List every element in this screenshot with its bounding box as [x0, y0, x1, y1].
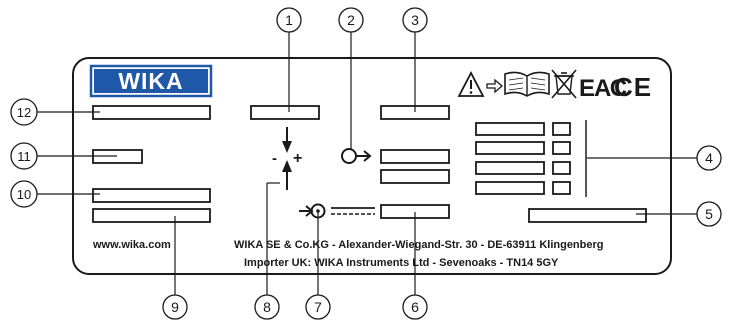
svg-text:3: 3 — [411, 12, 419, 28]
callout-6: 6 — [402, 294, 428, 320]
svg-text:10: 10 — [17, 187, 31, 202]
footer-address: WIKA SE & Co.KG - Alexander-Wiegand-Str.… — [234, 239, 604, 251]
callout-7: 7 — [305, 294, 331, 320]
field-2a — [380, 149, 450, 164]
footer-website: www.wika.com — [92, 239, 171, 251]
callout-2: 2 — [338, 7, 364, 33]
wika-logo-text: WIKA — [118, 68, 183, 94]
nameplate-outline — [72, 57, 672, 275]
svg-text:9: 9 — [171, 299, 179, 315]
callout-1: 1 — [276, 7, 302, 33]
warning-icon — [457, 71, 485, 97]
field-9 — [92, 208, 211, 223]
svg-text:2: 2 — [347, 12, 355, 28]
field-10 — [92, 188, 211, 203]
svg-text:5: 5 — [705, 206, 713, 222]
svg-text:12: 12 — [17, 105, 31, 120]
weee-crossed-bin-icon — [551, 69, 577, 99]
svg-text:4: 4 — [705, 150, 713, 166]
output-signal-icon — [341, 148, 372, 164]
callout-8: 8 — [254, 294, 280, 320]
wika-logo: WIKA — [89, 64, 213, 98]
svg-text:11: 11 — [17, 149, 31, 164]
svg-text:6: 6 — [411, 299, 419, 315]
svg-text:1: 1 — [285, 12, 293, 28]
power-supply-icon — [299, 203, 375, 219]
footer-importer: Importer UK: WIKA Instruments Ltd - Seve… — [244, 257, 559, 269]
ce-mark-icon: CE — [614, 72, 652, 102]
svg-text:8: 8 — [263, 299, 271, 315]
plus-sign: + — [293, 150, 302, 167]
svg-text:7: 7 — [314, 299, 322, 315]
field-5 — [528, 208, 647, 223]
manual-book-icon — [504, 71, 550, 97]
field-1 — [250, 105, 320, 120]
callout-9: 9 — [162, 294, 188, 320]
callout-12: 12 — [10, 98, 38, 126]
field-2b — [380, 169, 450, 184]
leader-lines — [37, 32, 697, 300]
callout-10: 10 — [10, 180, 38, 208]
zero-adjust-arrows-icon: - + — [272, 127, 302, 190]
arrow-right-icon — [486, 78, 503, 94]
field-12 — [92, 105, 211, 120]
field-4-table — [475, 120, 587, 197]
callout-5: 5 — [696, 201, 722, 227]
callout-4: 4 — [696, 145, 722, 171]
callout-11: 11 — [10, 142, 38, 170]
callout-3: 3 — [402, 7, 428, 33]
minus-sign: - — [272, 150, 277, 167]
eac-mark-icon: ЕАС — [579, 75, 627, 102]
